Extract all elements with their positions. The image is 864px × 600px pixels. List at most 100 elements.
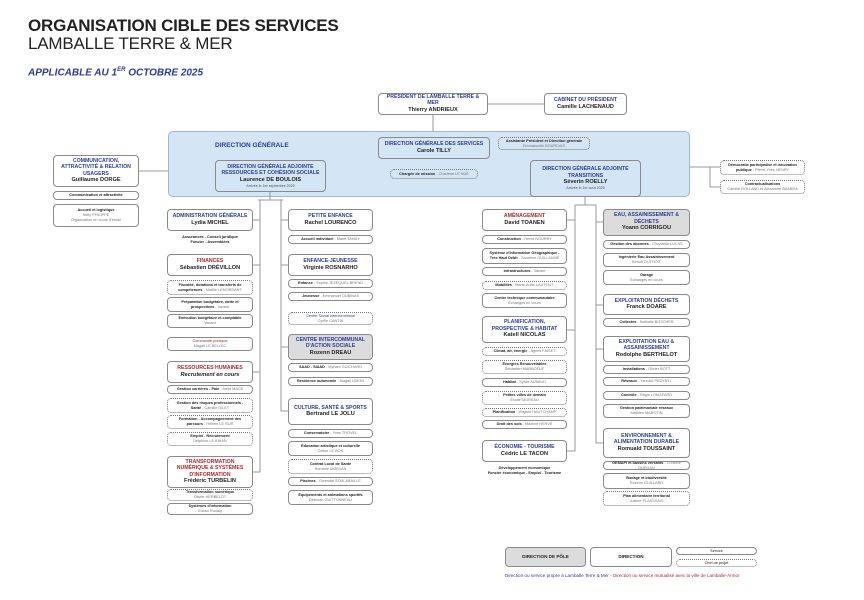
legend-chef-projet: Chef de projet: [676, 559, 757, 567]
direction-name: Cédric LE TACON: [500, 450, 549, 457]
service-item[interactable]: MobilitésMarie-Anne LAUTOUT: [482, 281, 567, 290]
direction-name: Rodolphe BERTHELOT: [615, 351, 678, 358]
service-item[interactable]: Système d'Information Géographique - Trè…: [482, 248, 567, 264]
service-item[interactable]: GEMAPI et bassins versantsCoraline DUÉGA…: [603, 461, 690, 470]
service-item[interactable]: Gestion des abonnésChrystelle LUCAS: [603, 240, 690, 249]
service-item[interactable]: Préparation budgétaire, dette et prospec…: [167, 297, 253, 312]
dga-ressources-box[interactable]: DIRECTION GÉNÉRALE ADJOINTE RESSOURCES E…: [215, 160, 326, 192]
dga-transitions-title: DIRECTION GÉNÉRALE ADJOINTE TRANSITIONS: [542, 166, 629, 179]
service-label: Accueil et logistique: [77, 208, 115, 213]
service-label: Systèmes d'information: [188, 504, 232, 509]
service-item[interactable]: PlanificationVirginie HAUTCHAMP: [482, 408, 567, 417]
legend-pole-label: DIRECTION DE PÔLE: [522, 554, 569, 560]
legend-sep: -: [608, 573, 613, 578]
service-item[interactable]: EnfanceSophie JEZEQUEL BREND: [288, 279, 373, 288]
assistante-box[interactable]: Assistante Président et Direction généra…: [498, 137, 590, 150]
service-label: Enfance: [298, 281, 313, 286]
service-item[interactable]: HabitatSylvie AUBAUD: [482, 378, 567, 387]
service-item[interactable]: ContrôleRégis LONGEARD: [603, 391, 690, 400]
service-label: Installations: [622, 367, 645, 372]
service-person: Hervé NOURRY: [521, 237, 552, 241]
legend-chef-label: Chef de projet: [704, 560, 729, 565]
direction-title: PETITE ENFANCE: [308, 213, 353, 220]
democratie-box[interactable]: Démocratie participative et innovation p…: [720, 160, 805, 175]
communication-box[interactable]: COMMUNICATION, ATTRACTIVITÉ & RELATION U…: [53, 155, 139, 187]
service-person: Erwan Rouaty: [198, 509, 222, 513]
service-item[interactable]: Gestion carrières - PaieAnita MACÉ: [167, 385, 253, 394]
dga-ressources-title: DIRECTION GÉNÉRALE ADJOINTE RESSOURCES E…: [221, 163, 320, 177]
page-subtitle: LAMBALLE TERRE & MER: [28, 34, 233, 53]
direction-title: RESSOURCES HUMAINES: [177, 365, 243, 372]
service-item[interactable]: CollectesNathalie BOSCHER: [603, 318, 690, 327]
service-person: Marie-Anne LAUTOUT: [512, 283, 554, 287]
service-item[interactable]: ConstructionHervé NOURRY: [482, 235, 567, 244]
service-item[interactable]: Droit des solsMaxime HERVÉ: [482, 420, 567, 429]
service-label: Gestion des abonnés: [610, 242, 649, 247]
service-item[interactable]: RéseauxYannick PRZYBYL: [603, 377, 690, 386]
direction-numerique[interactable]: TRANSFORMATION NUMÉRIQUE & SYSTÈMES D'IN…: [167, 456, 253, 488]
service-item[interactable]: PiscinesGwendal SOULABAILLE: [288, 477, 373, 486]
service-person: Camille ROLLAND et Alexandre BAABRA: [727, 187, 798, 191]
service-item[interactable]: InstallationsOlivier BOTT: [603, 365, 690, 374]
service-item[interactable]: ConservatoireYves TROVEL: [288, 429, 373, 438]
service-item[interactable]: Formation - Accompagnement des parcoursH…: [167, 415, 253, 429]
service-item[interactable]: Résidence autonomieMagali LIMON: [288, 377, 373, 386]
service-item[interactable]: Climat, air, énergieAgnès FAISET: [482, 347, 567, 356]
service-item[interactable]: InfrastructuresVacant: [482, 267, 567, 276]
service-item[interactable]: Fiscalité, dotations et transferts de co…: [167, 280, 253, 295]
service-label: Piscines: [300, 479, 316, 484]
service-communication[interactable]: Communication et attractivité: [53, 191, 139, 200]
service-item[interactable]: Gestion des risques professionnels - San…: [167, 398, 253, 413]
service-label: Garage: [639, 272, 654, 277]
chargee-label: Chargée de mission: [399, 171, 436, 176]
service-label: Ingénierie Eau Assainissement: [618, 255, 675, 260]
service-item[interactable]: SAAD - SIAADMyriam GUICHARD: [288, 363, 373, 372]
service-item[interactable]: JeunesseEmmanuel OUBINAS: [288, 292, 373, 301]
service-label: Système d'Information Géographique - Trè…: [489, 251, 560, 260]
direction-title: CENTRE INTERCOMMUNAL D'ACTION SOCIALE: [295, 336, 366, 350]
service-label: Centre technique communautaire: [494, 295, 555, 300]
service-item[interactable]: Accueil individuelMarie TANDY: [288, 235, 373, 244]
service-person: Virginie HAUTCHAMP: [515, 410, 556, 414]
chargee-mission-box[interactable]: Chargée de missionCharlène LE NUÉ: [390, 169, 478, 179]
admin-note-2: Foncier - Assemblées: [190, 240, 230, 245]
